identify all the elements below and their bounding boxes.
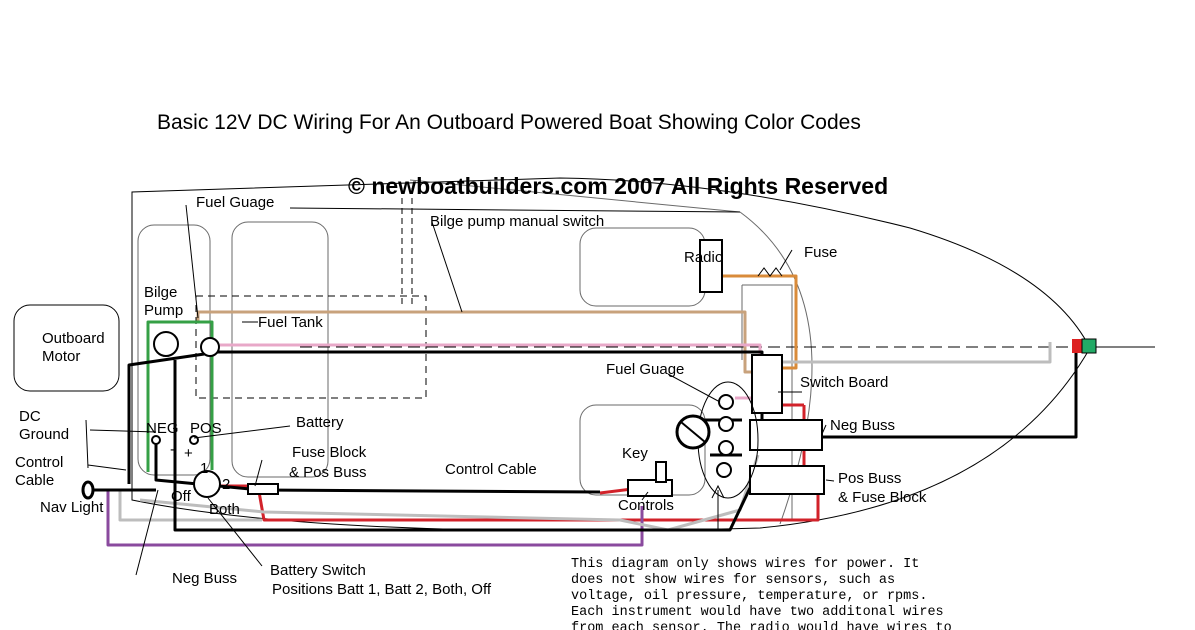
note-line: from each sensor. The radio would have w… (571, 621, 952, 630)
note-line: does not show wires for sensors, such as (571, 573, 895, 588)
label-fuse-block-2: & Pos Buss (289, 464, 367, 481)
fuel-tank-outline (195, 295, 427, 399)
controls-arrows (711, 484, 725, 530)
label-control-cable-left-1: Control (15, 454, 63, 471)
bilge-pump (153, 331, 179, 357)
fuse-block-small (247, 483, 279, 495)
pos-buss-block (749, 465, 825, 495)
label-fuel-guage-top: Fuel Guage (196, 194, 274, 211)
label-neg-buss-right: Neg Buss (830, 417, 895, 434)
label-dc-ground-1: DC (19, 408, 41, 425)
copyright-notice: © newboatbuilders.com 2007 All Rights Re… (348, 173, 888, 199)
label-key: Key (622, 445, 648, 462)
label-dc-ground-2: Ground (19, 426, 69, 443)
label-fuel-guage-right: Fuel Guage (606, 361, 684, 378)
label-battery-switch-1: Battery Switch (270, 562, 366, 579)
instrument-panel (697, 381, 759, 499)
nav-light (1072, 338, 1155, 354)
note-paragraph: This diagram only shows wires for power.… (571, 557, 952, 630)
note-line: voltage, oil pressure, temperature, or r… (571, 589, 927, 604)
label-neg-buss-bottom: Neg Buss (172, 570, 237, 587)
note-line: Each instrument would have two additonal… (571, 605, 944, 620)
hull-outline (131, 177, 1091, 532)
switch-board (751, 354, 783, 414)
label-switch-both: Both (209, 501, 240, 518)
label-outboard-1: Outboard (42, 330, 105, 347)
battery-switch (193, 470, 221, 498)
outboard-motor (13, 304, 120, 392)
label-switch-off: Off (171, 488, 192, 505)
note-line: This diagram only shows wires for power.… (571, 557, 919, 572)
label-pos: POS (190, 420, 222, 437)
battery-terminal-neg (151, 435, 161, 445)
label-bilge-pump-1: Bilge (144, 284, 177, 301)
label-nav-light: Nav Light (40, 499, 104, 516)
label-switch-board: Switch Board (800, 374, 888, 391)
label-fuse: Fuse (804, 244, 837, 261)
label-minus: - (170, 441, 175, 458)
label-fuel-tank: Fuel Tank (258, 314, 323, 331)
label-neg: NEG (146, 420, 179, 437)
label-plus: + (184, 445, 193, 462)
label-bilge-manual-switch: Bilge pump manual switch (430, 213, 604, 230)
stern-nav-light (81, 480, 95, 500)
label-battery-switch-2: Positions Batt 1, Batt 2, Both, Off (272, 581, 492, 598)
label-bilge-pump-2: Pump (144, 302, 183, 319)
key-switch (627, 461, 673, 497)
label-controls: Controls (618, 497, 674, 514)
label-battery: Battery (296, 414, 344, 431)
neg-buss-block (749, 419, 823, 451)
label-outboard-2: Motor (42, 348, 80, 365)
label-pos-buss-1: Pos Buss (838, 470, 901, 487)
steering-wheel (675, 414, 711, 450)
label-switch-1: 1 (200, 460, 208, 477)
radio (699, 239, 723, 293)
label-radio: Radio (684, 249, 723, 266)
fuel-filler-pipe (401, 188, 413, 306)
label-control-cable-left-2: Cable (15, 472, 54, 489)
leader-lines (85, 204, 835, 576)
label-fuse-block-1: Fuse Block (292, 444, 367, 461)
diagram-title: Basic 12V DC Wiring For An Outboard Powe… (157, 111, 861, 134)
label-switch-2: 2 (222, 476, 230, 493)
label-control-cable-mid: Control Cable (445, 461, 537, 478)
fuse-symbol (757, 267, 783, 277)
bilge-pump-switch (200, 337, 220, 357)
label-pos-buss-2: & Fuse Block (838, 489, 927, 506)
